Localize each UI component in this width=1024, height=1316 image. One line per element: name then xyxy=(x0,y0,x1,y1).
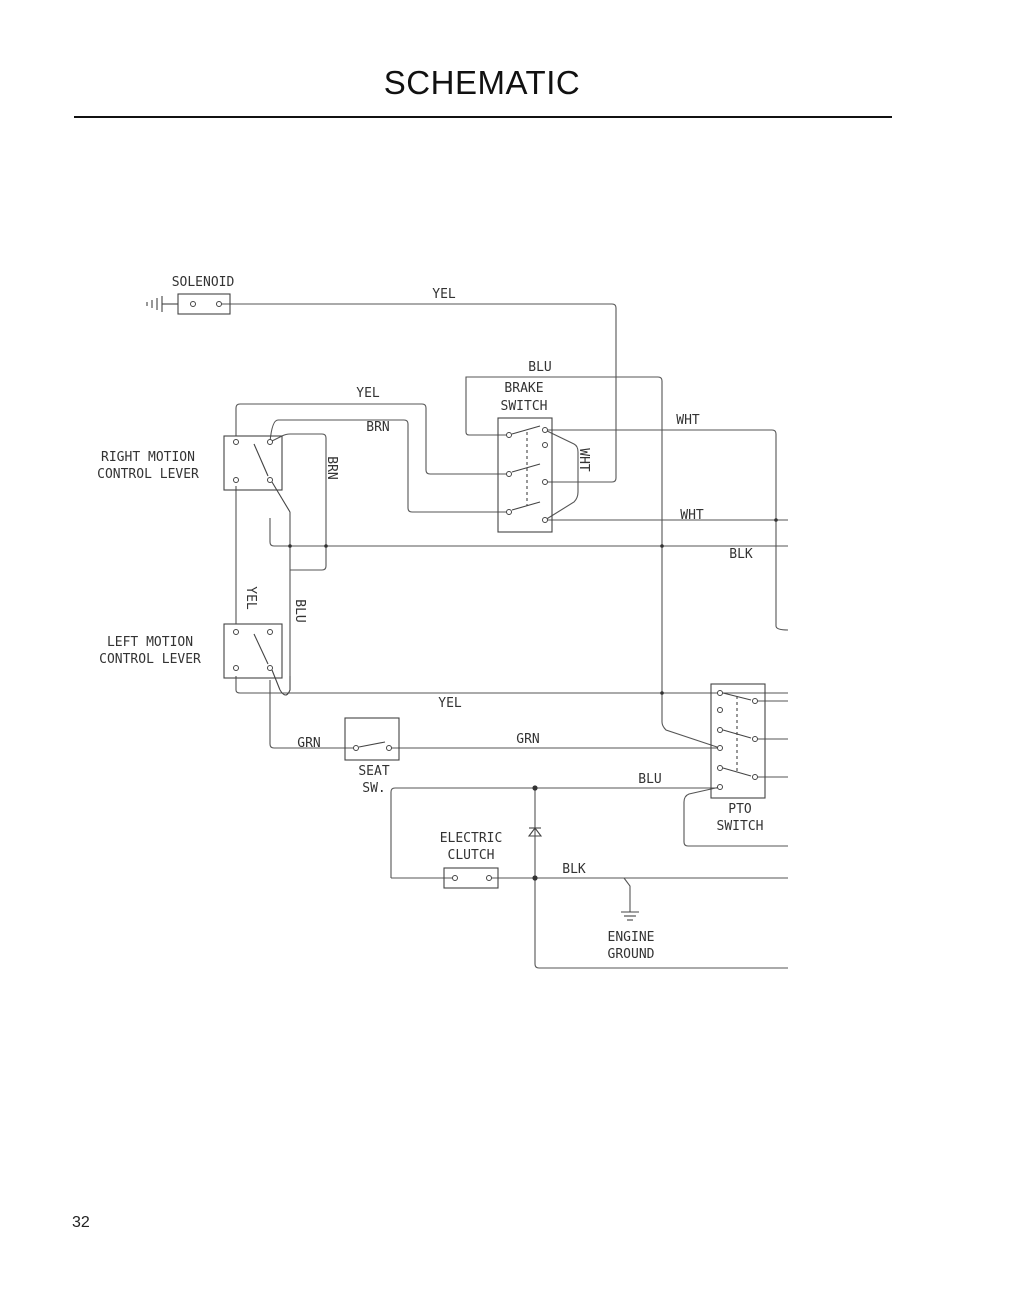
diode xyxy=(527,827,543,837)
seat-switch-label-line2: SW. xyxy=(362,781,385,796)
right-motion-control-lever xyxy=(223,435,291,513)
pto-switch-label-line1: PTO xyxy=(728,802,752,817)
engine-ground-label-line2: GROUND xyxy=(608,947,655,962)
wire-label-yel-bottom: YEL xyxy=(438,696,462,711)
page-title: SCHEMATIC xyxy=(383,64,581,101)
wire-label-wht-vertical: WHT xyxy=(576,448,591,472)
electric-clutch-label-line2: CLUTCH xyxy=(448,848,495,863)
left-lever-label-line2: CONTROL LEVER xyxy=(99,652,201,667)
wiring-lines xyxy=(219,303,789,969)
page-number: 32 xyxy=(72,1214,90,1231)
wire-labels: YEL BLU YEL BRN WHT WHT WHT BRN BLK YEL … xyxy=(243,287,753,877)
wire-label-blu-top: BLU xyxy=(528,360,551,375)
wire-label-blk-main: BLK xyxy=(729,547,753,562)
engine-ground-symbol xyxy=(621,911,639,921)
junction-dots xyxy=(288,518,778,881)
wire-label-yel-vertical: YEL xyxy=(243,586,258,610)
right-lever-label-line1: RIGHT MOTION xyxy=(101,450,195,465)
brake-switch-label-line1: BRAKE xyxy=(504,381,543,396)
wire-label-grn-left: GRN xyxy=(297,736,320,751)
wire-label-wht-right: WHT xyxy=(676,413,700,428)
wire-label-grn-right: GRN xyxy=(516,732,539,747)
right-lever-label-line2: CONTROL LEVER xyxy=(97,467,199,482)
electric-clutch-label-line1: ELECTRIC xyxy=(440,831,503,846)
wire-label-yel-brake: YEL xyxy=(356,386,380,401)
wire-label-blu-pto: BLU xyxy=(638,772,661,787)
seat-switch-label-line1: SEAT xyxy=(358,764,389,779)
wire-label-blk-ground: BLK xyxy=(562,862,586,877)
solenoid xyxy=(146,293,231,315)
engine-ground-label-line1: ENGINE xyxy=(608,930,655,945)
solenoid-label: SOLENOID xyxy=(172,275,235,290)
wire-label-wht-lower: WHT xyxy=(680,508,704,523)
wire-label-brn-brake: BRN xyxy=(366,420,389,435)
left-lever-label-line1: LEFT MOTION xyxy=(107,635,193,650)
brake-switch-label-line2: SWITCH xyxy=(501,399,548,414)
component-labels: SOLENOID BRAKE SWITCH RIGHT MOTION CONTR… xyxy=(97,275,763,962)
wire-label-brn-vertical: BRN xyxy=(324,456,339,479)
wire-label-blu-vertical: BLU xyxy=(292,599,307,622)
brake-switch xyxy=(497,417,553,533)
seat-switch xyxy=(344,717,400,761)
left-motion-control-lever xyxy=(223,623,291,696)
pto-switch-label-line2: SWITCH xyxy=(717,819,764,834)
wire-label-yel-top: YEL xyxy=(432,287,456,302)
title-rule xyxy=(74,116,892,118)
pto-switch xyxy=(710,683,766,799)
electric-clutch xyxy=(443,867,499,889)
